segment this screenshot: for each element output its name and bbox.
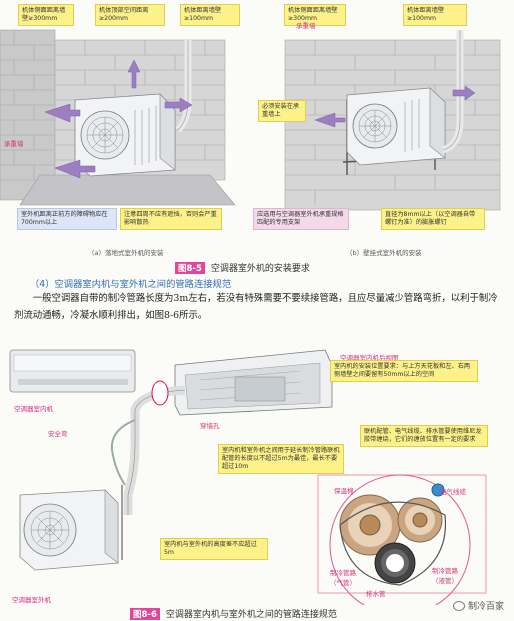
clearance-arrows — [44, 59, 193, 179]
label-bearing-wall-right: 承重墙 — [296, 22, 316, 30]
clearance-arrows-right — [314, 85, 476, 128]
floor-unit-illustration — [0, 29, 236, 206]
figure-8-5-number: 图8-5 — [175, 262, 205, 274]
figure-8-6-number: 图8-6 — [130, 608, 160, 620]
watermark-text: 制冷百家 — [467, 602, 504, 612]
section-title: （4）空调器室内机与室外机之间的管路连接规范 — [30, 279, 232, 290]
note-bracket: 应选用与空调器室外机承重规格匹配的专用支架 — [253, 208, 349, 230]
safety-bend — [110, 419, 136, 486]
note-height-diff: 室内机与室外机的高度差不应超过5m — [160, 538, 268, 560]
note-side-clearance-right: 机体侧面距离墙壁≥300mm — [284, 4, 346, 26]
wall-unit-illustration — [284, 30, 501, 211]
label-liquid-pipe: 制冷管路（液管） — [432, 567, 458, 585]
watermark: 制冷百家 — [452, 599, 504, 612]
outdoor-unit — [74, 93, 176, 177]
label-indoor-unit: 空调器室内机 — [14, 405, 53, 413]
note-mount-bearing-wall: 必须安装在承重墙上 — [258, 100, 306, 122]
note-wall-clearance-right: 机体距离墙壁≥100mm — [403, 4, 467, 26]
wall-hole — [151, 380, 169, 406]
label-outdoor-unit: 空调器室外机 — [12, 596, 51, 604]
outdoor-unit-lower — [19, 489, 119, 571]
label-bearing-wall-left: 承重墙 — [4, 140, 24, 148]
note-pipe-length: 室内机和室外机之间用于延长制冷管路联机配管的长度以不超过5m为最佳，最长不要超过… — [218, 444, 344, 474]
note-side-clearance: 机体侧面距离墙壁≥300mm — [18, 4, 74, 26]
label-gas-pipe: 制冷管路（气管） — [330, 569, 356, 587]
note-expansion-bolt: 直径为8mm以上（以空调器自带螺钉为准）的膨胀螺钉 — [381, 208, 485, 230]
pipe-cross-section — [317, 474, 487, 605]
label-insulation: 保温棉 — [334, 487, 354, 495]
figure-8-5-title: 空调器室外机的安装要求 — [210, 264, 310, 274]
pipe-connection-illustration — [9, 349, 487, 605]
note-bundling: 联机配管、电气线缆、排水管要使用维尼龙胶带缠绕，它们的缠放位置有一定的要求 — [360, 425, 488, 447]
body-paragraph: 一般空调器自带的制冷管路长度为3m左右，若没有特殊需要不要续接管路，且应尽量减少… — [14, 293, 498, 321]
note-surrounding: 注意四周不应有遮挡，否则会严重影响散热 — [120, 208, 222, 230]
indoor-unit-back — [174, 349, 333, 416]
indoor-unit-front — [9, 349, 136, 393]
note-wall-clearance: 机体距离墙壁≥100mm — [180, 4, 240, 26]
note-top-clearance: 机体顶部空间距离≥200mm — [95, 4, 165, 26]
label-power-wire: 电气线缆 — [440, 488, 466, 496]
outdoor-unit-wall — [346, 87, 446, 166]
caption-wall-unit: （b）壁挂式室外机的安装 — [346, 249, 422, 257]
label-drain-pipe: 排水管 — [366, 590, 386, 598]
figure-8-6-title: 空调器室内机与室外机之间的管路连接规范 — [165, 610, 337, 620]
label-safety-bend: 安全弯 — [48, 430, 68, 438]
label-indoor-unit-back: 空调器室内机后视图 — [340, 354, 399, 362]
floor-platform — [19, 174, 236, 206]
caption-floor-unit: （a）落地式室外机的安装 — [88, 249, 164, 257]
note-front-obstacle: 室外机距离正前方的障碍物应在700mm以上 — [17, 208, 117, 230]
label-wall-hole: 穿墙孔 — [200, 422, 220, 430]
wechat-icon — [452, 600, 465, 611]
figure-8-6-caption: 图8-6 空调器室内机与室外机之间的管路连接规范 — [130, 607, 337, 620]
figure-8-5-caption: 图8-5 空调器室外机的安装要求 — [175, 261, 310, 274]
note-indoor-position: 室内机的安装位置要求：与上方天花板和左、右两侧墙壁之间要留有50mm以上的空间 — [330, 360, 478, 382]
